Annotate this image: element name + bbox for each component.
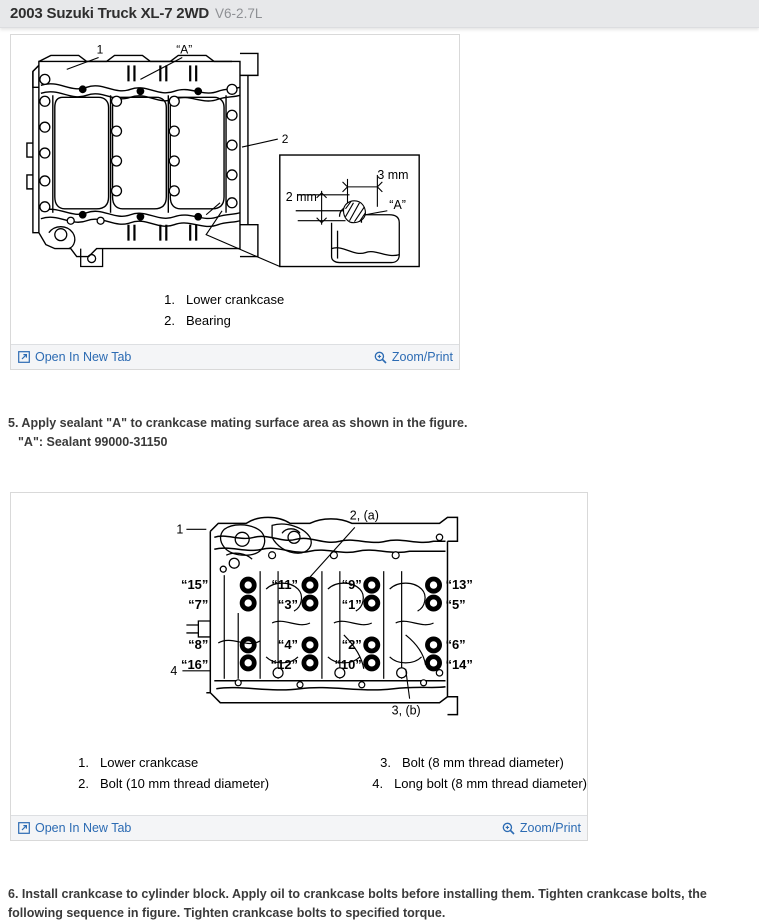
legend-item: 3. Bolt (8 mm thread diameter) [371, 752, 564, 773]
legend-number: 1. [78, 755, 89, 770]
open-in-new-tab-icon [18, 822, 30, 834]
bolt-label-top-2-upper: “11” [271, 577, 298, 592]
legend-item: 1. Lower crankcase [69, 752, 319, 773]
legend-item: 2. Bolt (10 mm thread diameter) [69, 773, 311, 794]
figure2-toolbar: Open In New Tab Zoom/Print [11, 815, 587, 840]
legend-text: Bolt (10 mm thread diameter) [100, 776, 270, 791]
figure2-legend: 1. Lower crankcase 3. Bolt (8 mm thread … [11, 748, 587, 800]
figure2-callout-1: 1 [176, 522, 183, 536]
bolt-label-bot-2-lower: “12” [271, 657, 298, 672]
step-5-text: 5. Apply sealant "A" to crankcase mating… [8, 414, 708, 452]
bolt-label-top-4-upper: “13” [445, 577, 472, 592]
open-in-new-tab-button[interactable]: Open In New Tab [18, 350, 131, 364]
legend-text: Lower crankcase [186, 292, 285, 307]
legend-item: 2. Bearing [161, 310, 231, 331]
bolt-label-bot-1-lower: “16” [181, 657, 208, 672]
figure1-callout-A: “A” [176, 42, 192, 56]
open-in-new-tab-label: Open In New Tab [35, 350, 132, 364]
bolt-label-bot-3-upper: “2” [342, 637, 362, 652]
open-in-new-tab-label: Open In New Tab [35, 821, 132, 835]
bolt-label-top-2-lower: “3” [278, 597, 298, 612]
bolt-label-bot-3-lower: “10” [334, 657, 361, 672]
figure1-inset-dim-top: 3 mm [377, 168, 408, 182]
page-title: 2003 Suzuki Truck XL-7 2WD [10, 5, 210, 22]
legend-text: Bearing [186, 313, 231, 328]
bolt-label-top-1-upper: “15” [181, 577, 208, 592]
legend-text: Long bolt (8 mm thread diameter) [394, 776, 587, 791]
bolt-label-bot-2-upper: “4” [278, 637, 298, 652]
figure2-callout-4: 4 [170, 664, 177, 678]
legend-number: 2. [164, 313, 175, 328]
vehicle-header: 2003 Suzuki Truck XL-7 2WD V6-2.7L [0, 0, 759, 28]
bolt-label-bot-1-upper: “8” [188, 637, 208, 652]
crankcase-sealant-diagram: 1 “A” 2 [11, 35, 459, 285]
open-in-new-tab-button[interactable]: Open In New Tab [18, 821, 131, 835]
legend-number: 2. [78, 776, 89, 791]
zoom-print-label: Zoom/Print [519, 821, 581, 835]
legend-row: 2. Bearing [161, 310, 459, 331]
engine-label: V6-2.7L [215, 6, 263, 21]
figure1-callout-1: 1 [97, 42, 104, 56]
figure1-callout-2: 2 [282, 132, 289, 146]
step-5-line-1: 5. Apply sealant "A" to crankcase mating… [8, 416, 468, 430]
bolt-label-bot-4-lower: “14” [445, 657, 472, 672]
legend-number: 1. [164, 292, 175, 307]
zoom-print-button[interactable]: Zoom/Print [502, 821, 581, 835]
bolt-label-top-1-lower: “7” [188, 597, 208, 612]
figure-bolt-sequence: 1 2, (a) 3, (b) 4 “15” “7” “11” “3” “9” … [10, 492, 588, 841]
step-6-text: 6. Install crankcase to cylinder block. … [8, 887, 707, 920]
step-5-line-2: "A": Sealant 99000-31150 [18, 435, 168, 449]
magnifier-plus-icon [502, 822, 515, 835]
legend-row: 1. Lower crankcase [161, 289, 459, 310]
figure-crankcase-sealant: 1 “A” 2 [10, 34, 460, 370]
zoom-print-label: Zoom/Print [391, 350, 453, 364]
bolt-label-top-3-lower: “1” [342, 597, 362, 612]
legend-text: Lower crankcase [100, 755, 199, 770]
figure1-inset-dim-left: 2 mm [286, 190, 317, 204]
bolt-label-bot-4-upper: “6” [445, 637, 465, 652]
legend-text: Bolt (8 mm thread diameter) [402, 755, 564, 770]
bolt-label-top-4-lower: “5” [445, 597, 465, 612]
legend-row: 1. Lower crankcase 3. Bolt (8 mm thread … [69, 752, 587, 773]
legend-item: 1. Lower crankcase [161, 289, 284, 310]
figure1-legend: 1. Lower crankcase 2. Bearing [11, 285, 459, 337]
figure1-inset-label-A: “A” [389, 198, 406, 212]
legend-number: 3. [380, 755, 391, 770]
zoom-print-button[interactable]: Zoom/Print [374, 350, 453, 364]
legend-number: 4. [372, 776, 384, 791]
figure1-toolbar: Open In New Tab Zoom/Print [11, 344, 459, 369]
figure2-callout-2a: 2, (a) [350, 508, 379, 522]
magnifier-plus-icon [374, 351, 387, 364]
bolt-sequence-diagram: 1 2, (a) 3, (b) 4 “15” “7” “11” “3” “9” … [11, 493, 587, 748]
bolt-label-top-3-upper: “9” [342, 577, 362, 592]
open-in-new-tab-icon [18, 351, 30, 363]
legend-item: 4. Long bolt (8 mm thread diameter) [363, 773, 587, 794]
legend-row: 2. Bolt (10 mm thread diameter) 4. Long … [69, 773, 587, 794]
figure2-callout-3b: 3, (b) [392, 704, 421, 718]
